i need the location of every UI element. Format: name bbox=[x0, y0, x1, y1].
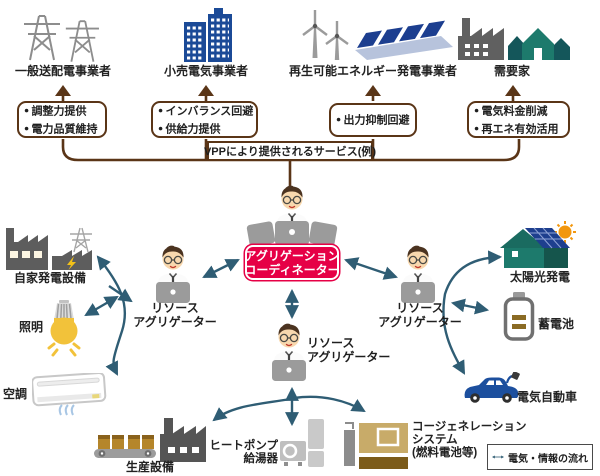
service-item: 調整力提供 bbox=[24, 102, 100, 120]
service-item: 供給力提供 bbox=[158, 120, 251, 138]
service-box-retailer: インバランス回避 供給力提供 bbox=[151, 101, 258, 138]
coordinator-person-icon bbox=[246, 182, 338, 248]
service-box-tso: 調整力提供 電力品質維持 bbox=[17, 101, 107, 138]
service-item: 電気料金削減 bbox=[474, 102, 563, 120]
service-item: 再エネ有効活用 bbox=[474, 120, 563, 138]
heat-pump-label: ヒートポンプ 給湯器 bbox=[209, 440, 278, 465]
cogeneration-label: コージェネレーション システム (燃料電池等) bbox=[412, 421, 527, 459]
up-arrowheads bbox=[55, 85, 521, 96]
production-equipment-icon bbox=[94, 418, 206, 462]
ev-icon bbox=[464, 372, 520, 403]
entity-label-retailer: 小売電気事業者 bbox=[163, 64, 248, 78]
legend-box: 電気・情報の流れ bbox=[487, 444, 593, 470]
production-equipment-label: 生産設備 bbox=[125, 460, 174, 474]
cogeneration-icon bbox=[344, 422, 408, 469]
self-generation-icon bbox=[6, 227, 92, 270]
aggregation-coordinator-box: アグリゲーション コーディネーター bbox=[244, 245, 340, 280]
service-box-renewable: 出力抑制回避 bbox=[329, 103, 417, 137]
ev-label: 電気自動車 bbox=[517, 390, 578, 404]
resource-aggregator-bottom-label: リソース アグリゲーター bbox=[307, 336, 391, 364]
legend-label: 電気・情報の流れ bbox=[508, 453, 588, 465]
service-item: 電力品質維持 bbox=[24, 120, 100, 138]
self-generation-label: 自家発電設備 bbox=[13, 271, 86, 285]
service-item: 出力抑制回避 bbox=[336, 111, 410, 129]
legend-double-arrow-icon bbox=[492, 455, 504, 459]
resource-aggregator-left-icon bbox=[151, 242, 195, 304]
vpp-caption: VPPにより提供されるサービス(例) bbox=[204, 141, 376, 161]
factory-houses-icon bbox=[458, 18, 570, 60]
coordinator-label-line2: コーディネーター bbox=[244, 262, 340, 277]
wind-solar-icon bbox=[302, 10, 453, 60]
lighting-icon bbox=[47, 300, 81, 357]
service-box-consumer: 電気料金削減 再エネ有効活用 bbox=[467, 101, 570, 138]
resource-aggregator-bottom-icon bbox=[267, 320, 311, 382]
solar-pv-label: 太陽光発電 bbox=[509, 270, 570, 284]
hvac-label: 空調 bbox=[3, 387, 28, 401]
entity-label-tso: 一般送配電事業者 bbox=[14, 64, 111, 78]
storage-battery-label: 蓄電池 bbox=[538, 317, 575, 331]
resource-aggregator-right-label: リソース アグリゲーター bbox=[378, 301, 462, 329]
entity-label-consumer: 需要家 bbox=[493, 64, 530, 78]
hvac-icon bbox=[32, 373, 107, 416]
flow-arrows bbox=[84, 250, 503, 427]
coordinator-label-line1: アグリゲーション bbox=[244, 248, 340, 263]
solar-pv-icon bbox=[500, 221, 576, 268]
resource-aggregator-left-label: リソース アグリゲーター bbox=[133, 301, 217, 329]
service-item: インバランス回避 bbox=[158, 102, 254, 120]
office-buildings-icon bbox=[184, 8, 232, 62]
entity-label-renewable: 再生可能エネルギー発電事業者 bbox=[288, 64, 457, 78]
lighting-label: 照明 bbox=[19, 320, 44, 334]
transmission-towers-icon bbox=[24, 15, 99, 62]
resource-aggregator-right-icon bbox=[396, 242, 440, 304]
storage-battery-icon bbox=[503, 292, 535, 341]
heat-pump-icon bbox=[280, 419, 324, 467]
